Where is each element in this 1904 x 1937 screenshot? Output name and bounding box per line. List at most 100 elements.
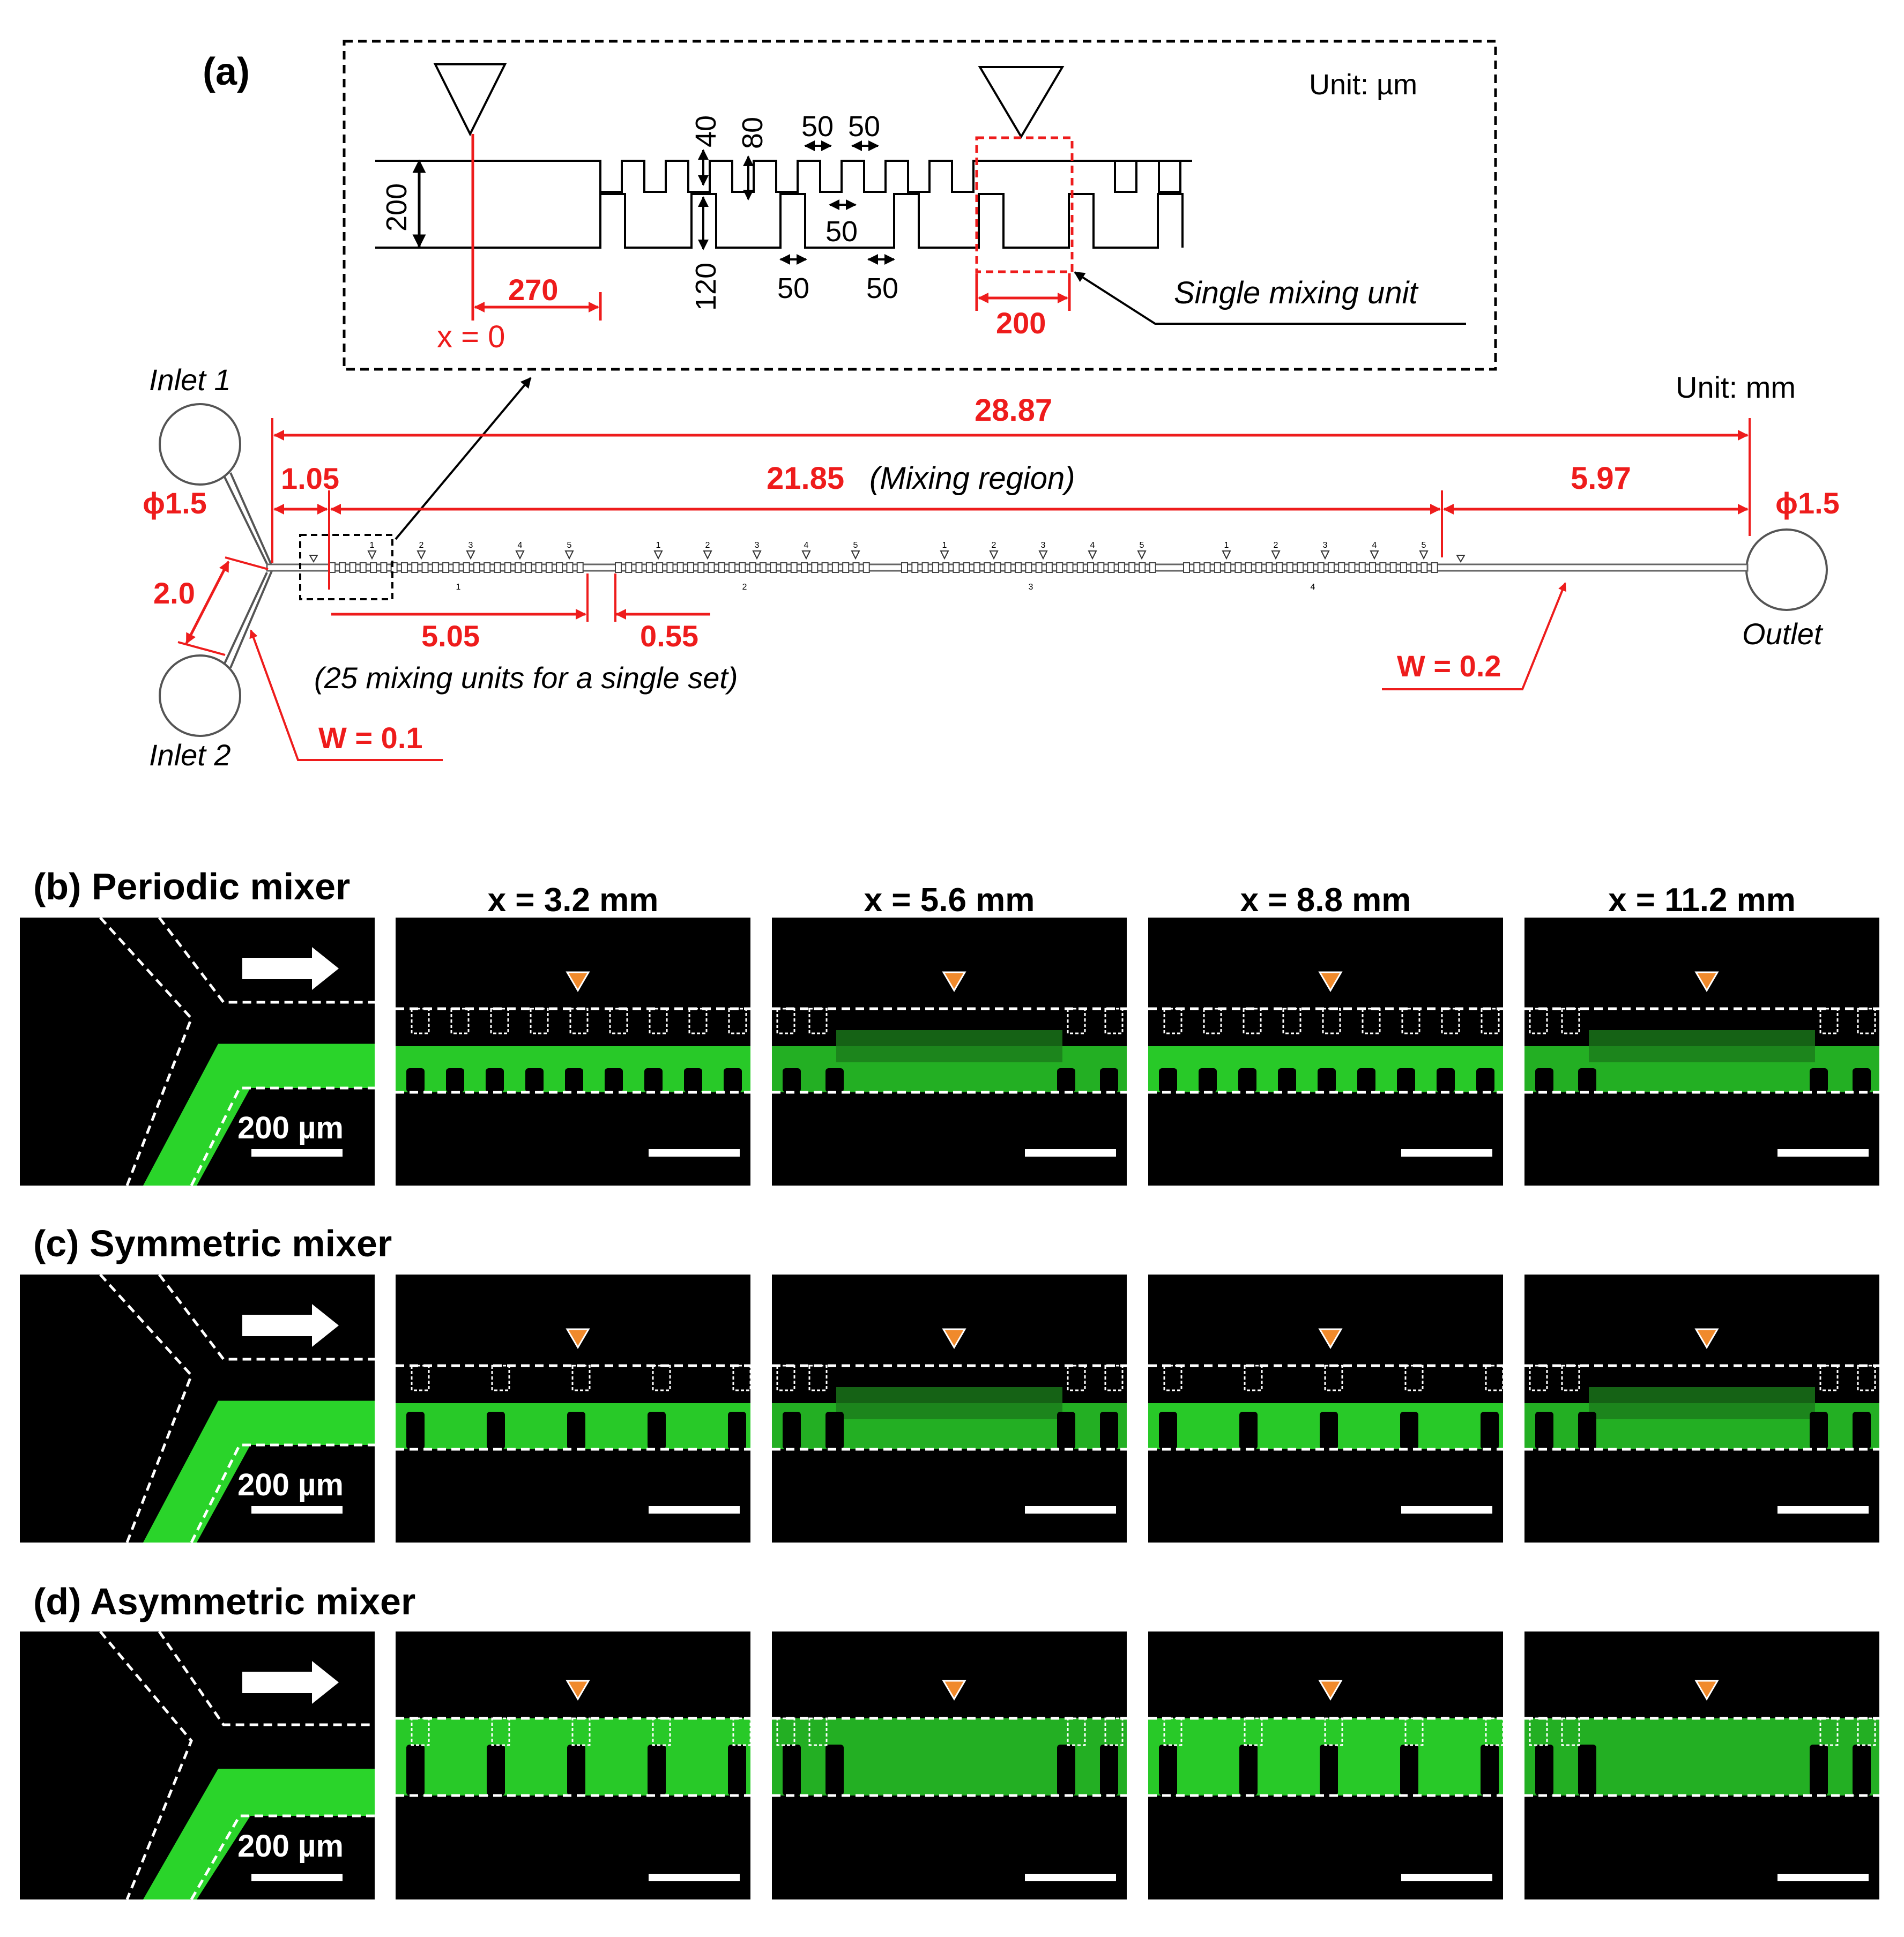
channel-baffle bbox=[1476, 1068, 1494, 1092]
position-marker-icon bbox=[1694, 971, 1719, 992]
dim-80: 80 bbox=[737, 117, 769, 149]
marker-number: 2 bbox=[992, 541, 996, 550]
position-marker-icon bbox=[1318, 1328, 1343, 1349]
dim-120: 120 bbox=[690, 263, 722, 311]
mixing-unit-mark bbox=[780, 562, 787, 573]
dim-40: 40 bbox=[690, 115, 722, 147]
inset-triangle-right-icon bbox=[978, 66, 1065, 139]
w-inlet-leader bbox=[249, 629, 443, 761]
channel-baffle bbox=[1853, 1745, 1871, 1796]
scale-bar bbox=[1025, 1506, 1116, 1514]
junction-green-flow bbox=[143, 1400, 375, 1543]
channel-baffle bbox=[567, 1745, 585, 1796]
position-marker-icon bbox=[942, 971, 966, 992]
scale-bar bbox=[1401, 1506, 1492, 1514]
mixing-unit-mark bbox=[801, 562, 808, 573]
marker-triangle-icon bbox=[801, 550, 811, 560]
scale-bar bbox=[649, 1506, 740, 1514]
scale-bar-label: 200 µm bbox=[237, 1111, 344, 1145]
mixing-unit-mark bbox=[911, 562, 919, 573]
dim-270: 270 bbox=[508, 273, 558, 307]
mixing-unit-mark bbox=[932, 562, 939, 573]
channel-baffle-outline bbox=[1163, 1717, 1182, 1746]
flow-direction-arrow-icon bbox=[242, 1661, 339, 1704]
channel-baffle-outline bbox=[1485, 1365, 1504, 1391]
junction-wall-left bbox=[99, 1630, 193, 1900]
channel-diffuse-zone bbox=[836, 1387, 1062, 1419]
marker-triangle-icon bbox=[466, 550, 475, 560]
channel-baffle bbox=[1810, 1412, 1828, 1449]
junction-wall-upper bbox=[158, 1273, 375, 1361]
channel-baffle-outline bbox=[649, 1008, 668, 1034]
inlet1-port bbox=[159, 403, 241, 486]
mixing-unit-mark bbox=[953, 562, 960, 573]
channel-baffle-outline bbox=[411, 1008, 430, 1034]
dim-inlet-tick-bot bbox=[177, 641, 226, 656]
marker-number: 5 bbox=[1422, 541, 1426, 550]
channel-baffle bbox=[1481, 1745, 1499, 1796]
channel-image-periodic-2 bbox=[772, 918, 1127, 1186]
mixing-unit-mark bbox=[1400, 562, 1407, 573]
mixing-unit-mark bbox=[635, 562, 643, 573]
position-header-1: x = 3.2 mm bbox=[488, 882, 659, 919]
inset-top-wall bbox=[375, 160, 1179, 193]
channel-baffle bbox=[1320, 1745, 1338, 1796]
mixing-unit-mark bbox=[452, 562, 460, 573]
mixing-unit-mark bbox=[852, 562, 860, 573]
scale-bar bbox=[1777, 1506, 1869, 1514]
inset-channel-geometry bbox=[375, 160, 1192, 249]
channel-baffle-outline bbox=[1441, 1008, 1460, 1034]
channel-baffle bbox=[565, 1068, 583, 1092]
channel-baffle bbox=[1481, 1412, 1499, 1449]
mixing-unit-mark bbox=[1224, 562, 1232, 573]
mixing-unit-mark bbox=[370, 562, 377, 573]
inset-zoom-arrow bbox=[395, 377, 532, 540]
position-marker-icon bbox=[1694, 1680, 1719, 1701]
mixing-unit-mark bbox=[484, 562, 491, 573]
panel-label-periodic: (b) Periodic mixer bbox=[33, 866, 350, 907]
mixing-unit-mark bbox=[697, 562, 705, 573]
mixing-unit-mark bbox=[842, 562, 850, 573]
channel-baffle bbox=[644, 1068, 663, 1092]
marker-number: 1 bbox=[942, 541, 947, 550]
mixing-unit-mark bbox=[1255, 562, 1262, 573]
overview-unit-label: Unit: mm bbox=[1676, 370, 1796, 404]
channel-baffle bbox=[783, 1745, 801, 1796]
mixing-unit-mark bbox=[515, 562, 522, 573]
channel-baffle bbox=[1853, 1068, 1871, 1092]
channel-baffle bbox=[1397, 1068, 1415, 1092]
channel-image-periodic-3 bbox=[1148, 918, 1503, 1186]
set-number: 4 bbox=[1311, 583, 1315, 592]
channel-baffle bbox=[724, 1068, 742, 1092]
junction-wall-lower bbox=[190, 1814, 375, 1901]
dim-inlet-tick-top bbox=[225, 556, 269, 570]
mixing-unit-mark bbox=[473, 562, 480, 573]
zoom-region-box bbox=[299, 534, 393, 600]
channel-baffle bbox=[1578, 1068, 1596, 1092]
mixing-unit-mark bbox=[984, 562, 991, 573]
panel-label-asymmetric: (d) Asymmetric mixer bbox=[33, 1581, 415, 1622]
mixing-unit-mark bbox=[1286, 562, 1293, 573]
mixing-unit-mark bbox=[1087, 562, 1095, 573]
set-number: 2 bbox=[742, 583, 747, 592]
channel-baffle-outline bbox=[411, 1717, 430, 1746]
marker-triangle-icon bbox=[851, 550, 860, 560]
marker-number: 1 bbox=[370, 541, 375, 550]
mixing-unit-mark bbox=[1097, 562, 1105, 573]
channel-baffle bbox=[1400, 1412, 1418, 1449]
dim-50-bot-right: 50 bbox=[866, 272, 898, 304]
channel-image-asymmetric-4 bbox=[1524, 1631, 1879, 1899]
mixing-unit-mark bbox=[728, 562, 736, 573]
channel-image-symmetric-2 bbox=[772, 1275, 1127, 1543]
mixing-unit-mark bbox=[1118, 562, 1125, 573]
mixing-unit-mark bbox=[1420, 562, 1428, 573]
scale-bar bbox=[1777, 1149, 1869, 1157]
marker-triangle-icon bbox=[515, 550, 525, 560]
marker-triangle-icon bbox=[703, 550, 712, 560]
marker-triangle-icon bbox=[653, 550, 663, 560]
marker-number: 3 bbox=[755, 541, 760, 550]
mixing-unit-mark bbox=[1369, 562, 1377, 573]
mixing-unit-mark bbox=[359, 562, 367, 573]
